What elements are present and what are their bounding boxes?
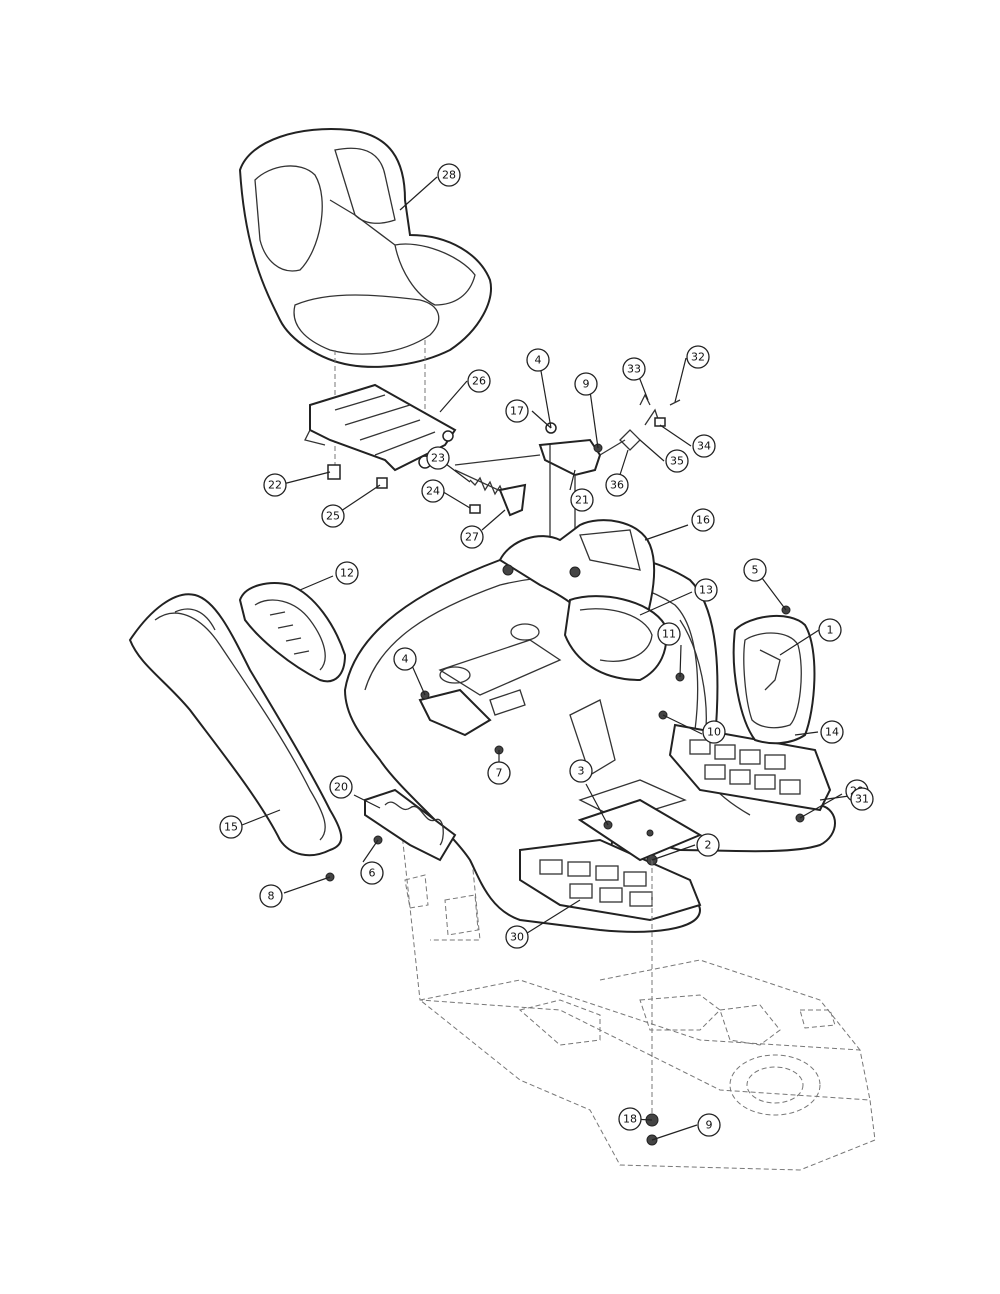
callout-label: 1 xyxy=(827,624,834,637)
callout: 23 xyxy=(426,446,450,470)
lift-lever-plate xyxy=(364,788,457,862)
dash-panel xyxy=(732,614,816,745)
callout-label: 31 xyxy=(855,793,869,806)
callout-label: 13 xyxy=(699,584,713,597)
callout-label: 7 xyxy=(496,767,503,780)
left-fender xyxy=(128,593,343,857)
callout: 15 xyxy=(219,815,243,839)
callout: 16 xyxy=(691,508,715,532)
callout: 4 xyxy=(393,647,417,671)
console-slots xyxy=(269,611,310,655)
callout-label: 20 xyxy=(334,781,348,794)
callout-label: 27 xyxy=(465,531,479,544)
callout-label: 4 xyxy=(402,653,409,666)
callout: 31 xyxy=(850,787,874,811)
callout-label: 21 xyxy=(575,494,589,507)
seat-nut xyxy=(376,477,388,489)
left-bracket xyxy=(418,688,492,737)
callout-label: 17 xyxy=(510,405,524,418)
callout-label: 28 xyxy=(442,169,456,182)
seat-pan xyxy=(304,383,457,472)
access-panel xyxy=(577,798,703,862)
callout-label: 12 xyxy=(340,567,354,580)
callout-label: 22 xyxy=(268,479,282,492)
seat-bracket xyxy=(498,483,527,517)
callout-label: 33 xyxy=(627,363,641,376)
seat xyxy=(238,128,492,368)
callout-label: 25 xyxy=(326,510,340,523)
callout-label: 16 xyxy=(696,514,710,527)
callout-label: 36 xyxy=(610,479,624,492)
callout: 34 xyxy=(692,434,716,458)
callout-label: 26 xyxy=(472,375,486,388)
callout: 2 xyxy=(696,833,720,857)
callout: 13 xyxy=(694,578,718,602)
seat-switch xyxy=(619,393,681,451)
callout: 36 xyxy=(605,473,629,497)
callout: 11 xyxy=(657,622,681,646)
right-mat-pads xyxy=(689,739,801,795)
callout: 32 xyxy=(686,345,710,369)
left-mat-pads xyxy=(539,859,653,907)
callout-label: 24 xyxy=(426,485,440,498)
callout-label: 2 xyxy=(705,839,712,852)
callout: 4 xyxy=(526,348,550,372)
callout: 20 xyxy=(329,775,353,799)
callout: 14 xyxy=(820,720,844,744)
callout: 6 xyxy=(360,861,384,885)
callout: 30 xyxy=(505,925,529,949)
callout: 25 xyxy=(321,504,345,528)
callout: 22 xyxy=(263,473,287,497)
callout: 33 xyxy=(622,357,646,381)
callout: 9 xyxy=(697,1113,721,1137)
callout: 17 xyxy=(505,399,529,423)
leader-lines xyxy=(241,176,850,1141)
callout: 7 xyxy=(487,761,511,785)
callout: 21 xyxy=(570,488,594,512)
left-console xyxy=(238,582,347,683)
callout: 3 xyxy=(569,759,593,783)
callout: 12 xyxy=(335,561,359,585)
callout-label: 4 xyxy=(535,354,542,367)
callout-label: 23 xyxy=(431,452,445,465)
callout-label: 32 xyxy=(691,351,705,364)
pan-bolt xyxy=(442,430,454,442)
callout-label: 34 xyxy=(697,440,711,453)
callout: 35 xyxy=(665,449,689,473)
callout: 8 xyxy=(259,884,283,908)
callout-label: 9 xyxy=(706,1119,713,1132)
callout: 18 xyxy=(618,1107,642,1131)
callout: 26 xyxy=(467,369,491,393)
tractor-frame xyxy=(399,814,876,1171)
seat-mount-plate xyxy=(538,438,602,477)
callout: 24 xyxy=(421,479,445,503)
callout-label: 35 xyxy=(670,455,684,468)
callout: 10 xyxy=(702,720,726,744)
callout: 5 xyxy=(743,558,767,582)
rear-console xyxy=(563,595,668,682)
callout: 28 xyxy=(437,163,461,187)
callout-label: 6 xyxy=(369,867,376,880)
callout-label: 3 xyxy=(578,765,585,778)
callout: 27 xyxy=(460,525,484,549)
callout-label: 30 xyxy=(510,931,524,944)
callout-label: 10 xyxy=(707,726,721,739)
callout-label: 14 xyxy=(825,726,839,739)
callout-label: 8 xyxy=(268,890,275,903)
callout: 1 xyxy=(818,618,842,642)
callout-label: 5 xyxy=(752,564,759,577)
callout-label: 15 xyxy=(224,821,238,834)
callout-label: 9 xyxy=(583,378,590,391)
callout-label: 11 xyxy=(662,628,676,641)
callout-label: 18 xyxy=(623,1113,637,1126)
callout: 9 xyxy=(574,372,598,396)
bracket-bolt xyxy=(469,504,481,514)
